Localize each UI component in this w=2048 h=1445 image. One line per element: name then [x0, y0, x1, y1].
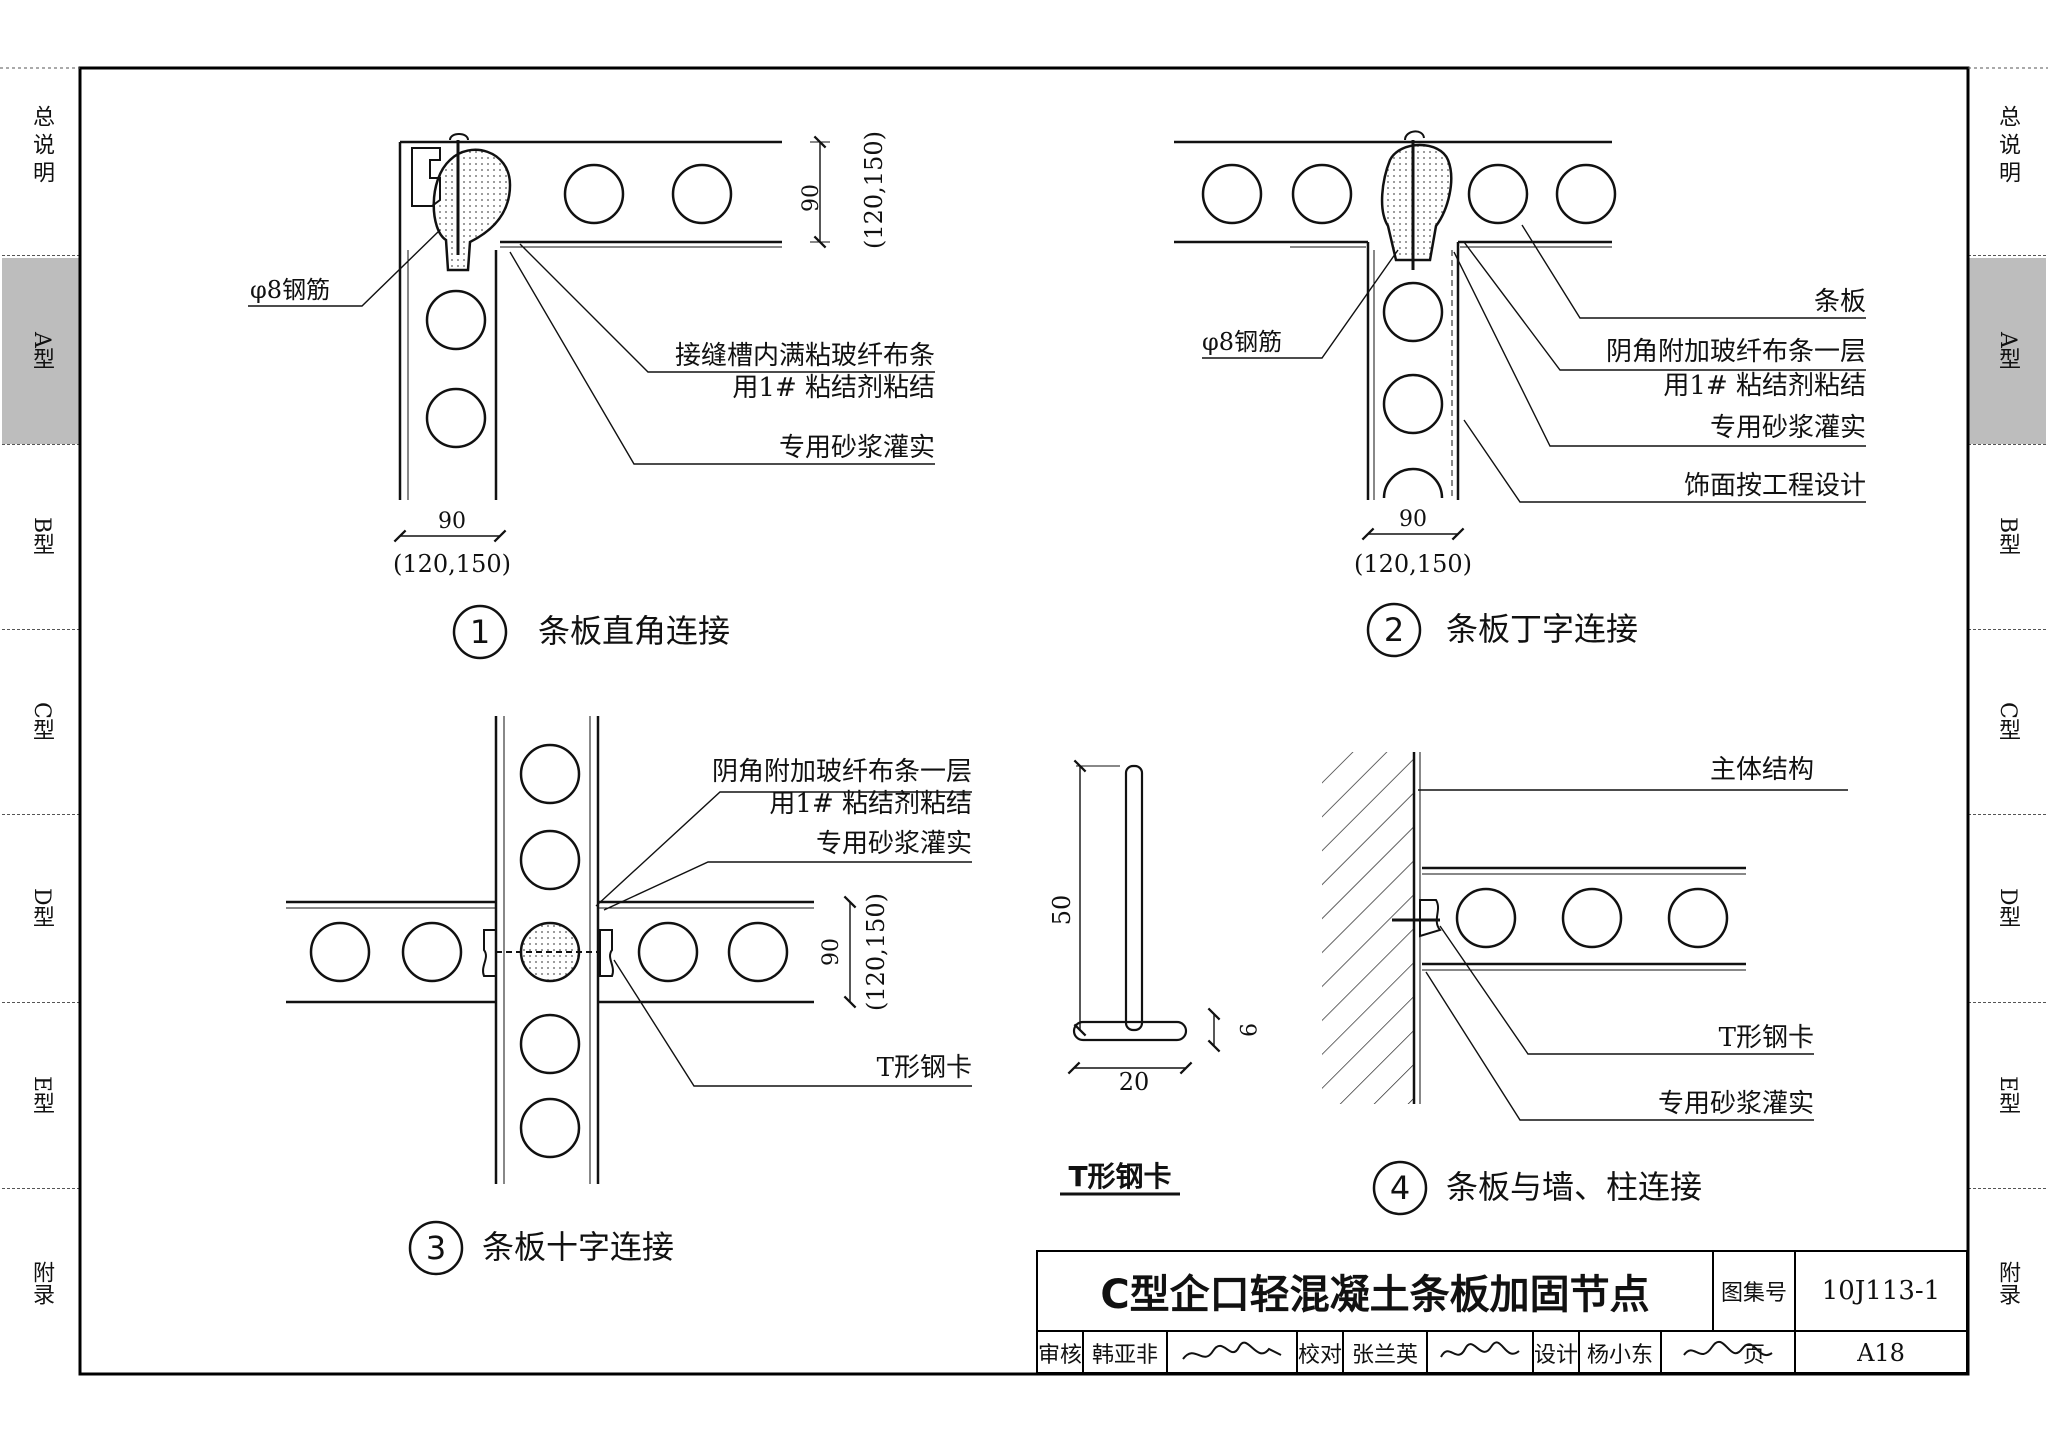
right-nav-label: D型 — [1995, 888, 2020, 928]
d2-note1b: 用1# 粘结剂粘结 — [1663, 371, 1866, 401]
tclip-title: T形钢卡 — [1068, 1160, 1171, 1193]
left-nav-label: 总说明 — [29, 105, 54, 189]
right-nav-label: C型 — [1995, 702, 2020, 741]
d2-rebar: φ8钢筋 — [1202, 328, 1282, 356]
reviewer-signature — [1168, 1332, 1298, 1374]
detail-4-number: 4 — [1390, 1169, 1410, 1207]
left-nav-b[interactable]: B型 — [2, 444, 80, 629]
reviewer-name: 韩亚非 — [1084, 1332, 1168, 1374]
d2-dim-h: 90 — [1399, 507, 1427, 532]
detail-1-caption: 1 条板直角连接 — [452, 604, 730, 660]
tclip-dim-d: 9 — [1234, 1023, 1259, 1037]
detail-1-drawing — [248, 133, 935, 543]
d1-dim-v: 90 — [438, 509, 466, 534]
detail-2-drawing — [1174, 130, 1866, 541]
detail-4-number-circle — [1372, 1160, 1428, 1216]
d2-dim-h-alt: (120,150) — [1354, 550, 1472, 578]
designer-name: 杨小东 — [1580, 1332, 1662, 1374]
right-nav-a[interactable]: A型 — [1968, 258, 2046, 444]
right-nav-label: E型 — [1995, 1075, 2020, 1115]
left-nav-label: E型 — [29, 1075, 54, 1115]
tclip-drawing — [1060, 759, 1221, 1196]
detail-3-caption: 3 条板十字连接 — [408, 1220, 674, 1276]
d3-dim-v: 90 — [819, 938, 844, 966]
detail-3-number-circle — [408, 1220, 464, 1276]
d4-note2: 专用砂浆灌实 — [1658, 1089, 1814, 1119]
detail-4-caption: 4 条板与墙、柱连接 — [1372, 1160, 1702, 1216]
d1-note1a: 接缝槽内满粘玻纤布条 — [675, 341, 935, 371]
detail-2-title: 条板丁字连接 — [1446, 610, 1638, 648]
left-nav-a[interactable]: A型 — [2, 258, 80, 444]
right-nav-label: B型 — [1995, 517, 2020, 556]
review-label: 审核 — [1038, 1332, 1084, 1374]
checker-signature — [1428, 1332, 1534, 1374]
left-nav-label: C型 — [29, 702, 54, 741]
d1-dim-v-alt: (120,150) — [393, 550, 511, 578]
detail-3-drawing — [286, 716, 972, 1184]
d2-note2: 专用砂浆灌实 — [1710, 413, 1866, 443]
detail-4-drawing — [1322, 752, 1848, 1121]
page-label: 页 — [1714, 1332, 1796, 1374]
right-nav-d[interactable]: D型 — [1968, 814, 2046, 1002]
right-nav-general[interactable]: 总说明 — [1968, 105, 2046, 255]
d3-clip: T形钢卡 — [877, 1053, 972, 1083]
sheet-frame — [78, 66, 1970, 1376]
d2-panel: 条板 — [1814, 287, 1866, 317]
left-nav-label: 附录 — [29, 1261, 54, 1305]
d1-dim-h-alt: (120,150) — [860, 131, 888, 249]
d2-note1a: 阴角附加玻纤布条一层 — [1606, 337, 1866, 367]
left-nav-label: D型 — [29, 888, 54, 928]
right-nav-e[interactable]: E型 — [1968, 1002, 2046, 1188]
atlas-label: 图集号 — [1714, 1252, 1796, 1332]
left-nav-e[interactable]: E型 — [2, 1002, 80, 1188]
page-number: A18 — [1857, 1339, 1905, 1367]
left-nav-general[interactable]: 总说明 — [2, 105, 80, 255]
left-nav-label: A型 — [29, 332, 54, 370]
d2-note3: 饰面按工程设计 — [1684, 471, 1866, 501]
design-label: 设计 — [1534, 1332, 1580, 1374]
detail-3-number: 3 — [426, 1229, 446, 1267]
detail-1-title: 条板直角连接 — [538, 612, 730, 650]
right-nav-b[interactable]: B型 — [1968, 444, 2046, 629]
detail-2-number-circle — [1366, 602, 1422, 658]
d4-clip: T形钢卡 — [1719, 1023, 1814, 1053]
d3-dim-v-alt: (120,150) — [862, 893, 890, 1011]
drawing-title: C型企口轻混凝土条板加固节点 — [1038, 1252, 1714, 1332]
left-nav-label: B型 — [29, 517, 54, 556]
detail-2-number: 2 — [1384, 611, 1404, 649]
d3-note2: 专用砂浆灌实 — [816, 829, 972, 859]
right-nav-appendix[interactable]: 附录 — [1968, 1188, 2046, 1378]
d1-rebar: φ8钢筋 — [250, 276, 330, 304]
left-nav-d[interactable]: D型 — [2, 814, 80, 1002]
checker-name: 张兰英 — [1344, 1332, 1428, 1374]
right-nav-label: 附录 — [1995, 1261, 2020, 1305]
detail-2-caption: 2 条板丁字连接 — [1366, 602, 1638, 658]
left-nav-c[interactable]: C型 — [2, 629, 80, 814]
d1-dim-h: 90 — [799, 184, 824, 212]
d3-note1a: 阴角附加玻纤布条一层 — [712, 757, 972, 787]
atlas-number: 10J113-1 — [1796, 1252, 1966, 1332]
detail-4-title: 条板与墙、柱连接 — [1446, 1168, 1702, 1206]
title-block: C型企口轻混凝土条板加固节点 图集号 10J113-1 审核 韩亚非 校对 张兰… — [1036, 1250, 1968, 1374]
check-label: 校对 — [1298, 1332, 1344, 1374]
detail-3-title: 条板十字连接 — [482, 1228, 674, 1266]
tclip-dim-len: 50 — [1048, 895, 1076, 926]
d3-note1b: 用1# 粘结剂粘结 — [769, 789, 972, 819]
right-nav-label: A型 — [1995, 332, 2020, 370]
right-nav-c[interactable]: C型 — [1968, 629, 2046, 814]
d4-structure: 主体结构 — [1710, 755, 1814, 785]
left-nav-appendix[interactable]: 附录 — [2, 1188, 80, 1378]
right-nav-label: 总说明 — [1995, 105, 2020, 189]
d1-note1b: 用1# 粘结剂粘结 — [732, 373, 935, 403]
d1-note2: 专用砂浆灌实 — [779, 433, 935, 463]
detail-1-number: 1 — [470, 613, 490, 651]
detail-1-number-circle — [452, 604, 508, 660]
tclip-dim-w: 20 — [1119, 1068, 1150, 1096]
